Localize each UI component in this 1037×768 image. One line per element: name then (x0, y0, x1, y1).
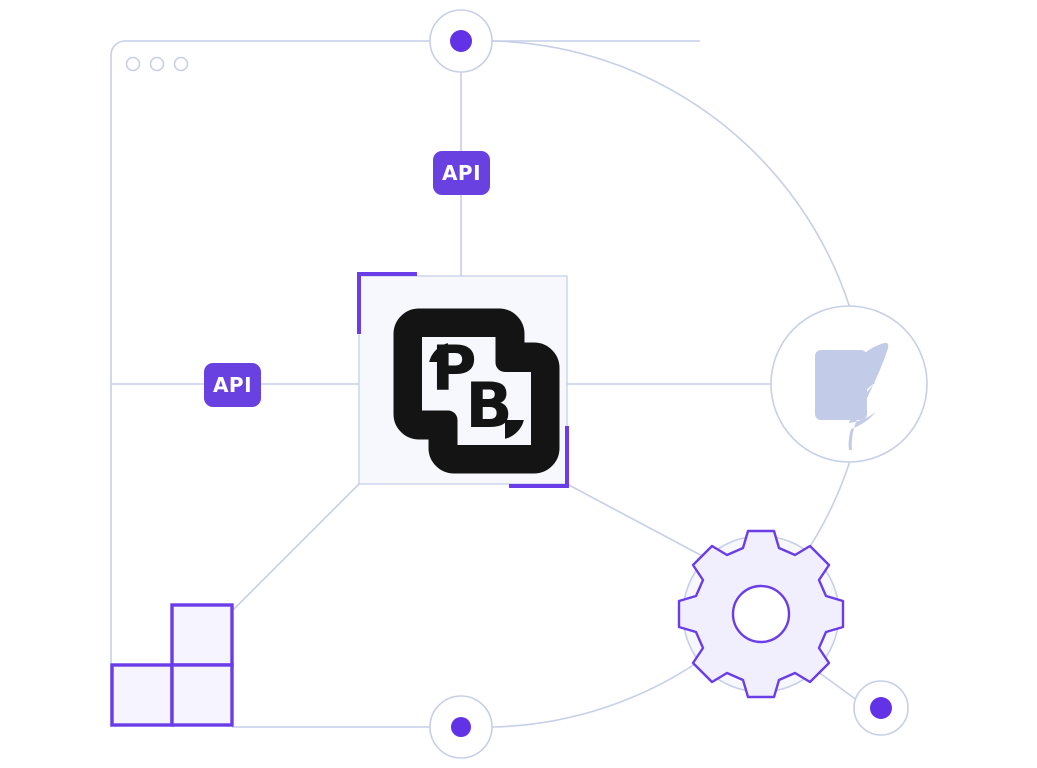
tile-bottom-right (170, 663, 234, 727)
node-bottom-right[interactable] (853, 680, 909, 736)
api-badge-top-label: API (441, 161, 482, 185)
svg-text:B: B (465, 369, 512, 442)
connector-card-to-tiles (231, 483, 360, 612)
connector-card-to-gear (566, 483, 707, 559)
connector-gear-to-node (816, 670, 859, 702)
pocketbase-logo-card: P B (357, 272, 569, 488)
svg-text:P: P (431, 332, 476, 405)
node-top[interactable] (429, 9, 493, 73)
node-top-dot-icon (450, 30, 472, 52)
browser-frame (110, 40, 700, 727)
window-dot-1 (125, 56, 141, 72)
node-bottom-dot-icon (451, 717, 471, 737)
window-dot-3 (173, 56, 189, 72)
api-badge-left[interactable]: API (204, 363, 261, 407)
tetromino-tiles (110, 603, 234, 727)
tile-bottom-left (110, 663, 174, 727)
node-bottom-right-dot-icon (870, 697, 892, 719)
api-badge-top[interactable]: API (433, 151, 490, 195)
window-dot-2 (149, 56, 165, 72)
node-sqlite[interactable] (770, 305, 928, 463)
pocketbase-mark-icon: P B (393, 308, 560, 474)
gear-icon (677, 529, 845, 699)
tile-top-right (170, 603, 234, 667)
connector-arc-top-right (491, 40, 851, 309)
node-bottom[interactable] (429, 695, 493, 759)
node-settings[interactable] (677, 529, 845, 699)
card-corner-accent-top-left (357, 272, 417, 334)
card-corner-accent-bottom-right (509, 426, 569, 488)
sqlite-feather-icon (815, 342, 889, 450)
api-badge-left-label: API (212, 373, 253, 397)
